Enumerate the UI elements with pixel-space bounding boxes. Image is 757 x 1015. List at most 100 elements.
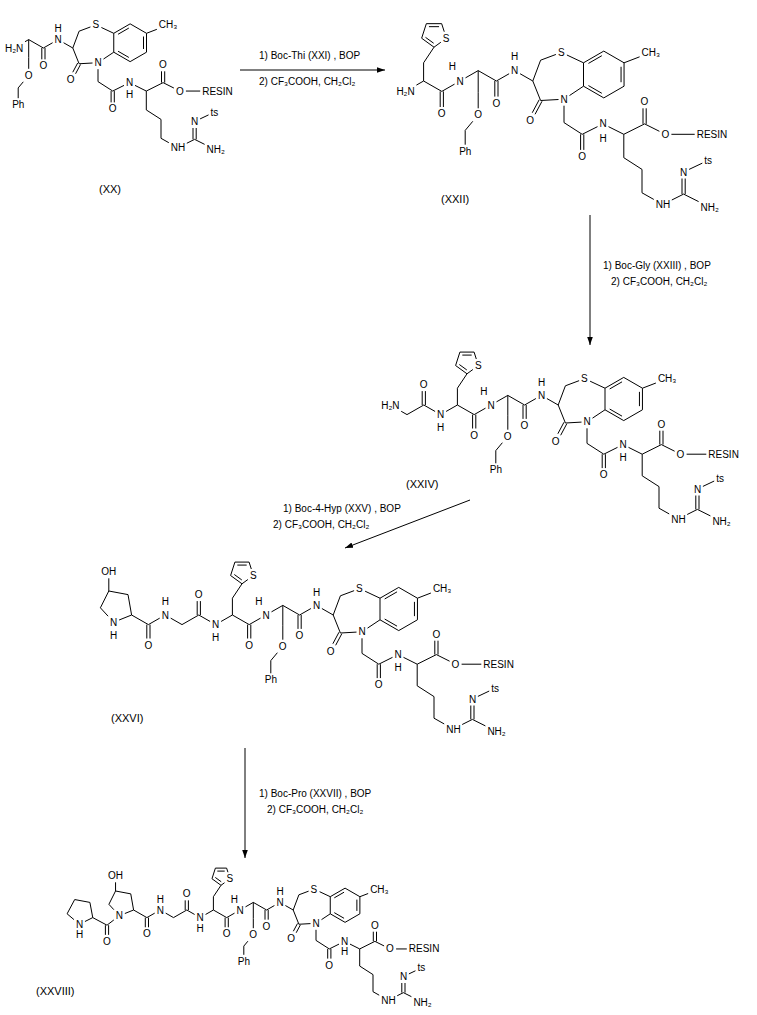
bond-line	[282, 626, 283, 640]
reagent-label: 2) CF₃COOH, CH₂Cl₂	[266, 804, 364, 815]
bond-line	[422, 24, 427, 39]
bond-line	[659, 431, 660, 445]
atom-label: H₂N	[4, 43, 24, 54]
bond-line	[687, 509, 697, 514]
bond-line	[148, 618, 159, 624]
atom-label: H	[75, 929, 84, 940]
bond-line	[645, 124, 660, 131]
atom-label: N	[399, 971, 408, 982]
bond-line	[299, 891, 309, 895]
bond-line	[446, 405, 457, 411]
bond-line	[440, 91, 441, 107]
bond-line	[130, 24, 146, 33]
atom-label: H	[275, 886, 284, 897]
atom-label: N	[468, 694, 477, 705]
bond-line	[111, 91, 112, 102]
reagent-label: 1) Boc-Gly (XXIII) , BOP	[602, 260, 712, 272]
bond-line	[602, 454, 603, 468]
bond-line	[161, 71, 162, 82]
bond-line	[588, 56, 601, 64]
bond-line	[18, 82, 23, 88]
bond-line	[147, 913, 155, 917]
bond-line	[624, 377, 643, 388]
bond-line	[360, 966, 373, 975]
bond-line	[109, 891, 116, 904]
bond-line	[200, 601, 201, 615]
bond-line	[316, 940, 329, 949]
bond-line	[474, 706, 475, 720]
bond-line	[109, 591, 128, 595]
bond-line	[457, 388, 458, 405]
bond-line	[28, 57, 29, 68]
bond-line	[213, 897, 214, 910]
atom-label: O	[102, 936, 112, 947]
bond-line	[467, 370, 473, 374]
bond-line	[417, 598, 418, 620]
bond-line	[299, 923, 311, 925]
atom-label: N	[599, 118, 608, 129]
bond-line	[564, 123, 582, 135]
bond-line	[417, 593, 430, 598]
bond-line	[225, 918, 226, 928]
bond-line	[541, 99, 559, 101]
reaction-arrow	[245, 748, 246, 858]
bond-line	[385, 619, 397, 626]
bond-line	[362, 638, 363, 653]
atom-label: CH₃	[158, 19, 179, 30]
bond-line	[639, 392, 640, 406]
atom-label: O	[158, 59, 168, 70]
bond-line	[212, 868, 215, 879]
bond-line	[329, 944, 339, 949]
bond-line	[105, 925, 106, 935]
bond-line	[663, 431, 664, 445]
atom-label: N	[115, 910, 124, 921]
bond-line	[113, 33, 114, 52]
bond-line	[457, 405, 474, 415]
atom-label: NH₂	[486, 726, 506, 737]
atom-label: O	[551, 436, 561, 447]
atom-label: O	[660, 129, 670, 140]
bond-line	[234, 575, 242, 580]
compound-label: (XXVI)	[110, 712, 144, 725]
bond-line	[359, 897, 360, 914]
atom-label: O	[491, 98, 501, 109]
bond-line	[687, 454, 707, 455]
bond-line	[629, 447, 643, 454]
bond-line	[213, 885, 221, 896]
atom-label: N	[312, 600, 321, 611]
bond-line	[28, 40, 29, 58]
bond-line	[73, 48, 79, 64]
compound-label: (XXII)	[440, 193, 470, 206]
bond-line	[403, 993, 411, 997]
bond-line	[373, 992, 379, 995]
reagent-label: 2) CF₃COOH, CH₂Cl₂	[258, 76, 356, 87]
bond-line	[609, 127, 624, 135]
bond-line	[588, 86, 601, 94]
atom-label: N	[275, 897, 284, 908]
atom-label: Ph	[264, 674, 278, 685]
bond-line	[163, 83, 174, 88]
bond-line	[148, 918, 149, 928]
bond-line	[399, 620, 418, 631]
atom-label: ts	[416, 962, 426, 973]
bond-line	[93, 918, 107, 926]
atom-label: N	[109, 617, 118, 628]
structure	[67, 868, 415, 997]
bond-line	[132, 615, 149, 625]
bond-line	[416, 81, 423, 85]
bond-line	[583, 134, 584, 150]
bond-line	[195, 139, 205, 144]
bond-line	[362, 653, 379, 664]
bond-line	[146, 625, 147, 639]
bond-line	[150, 625, 151, 639]
bond-line	[584, 86, 604, 98]
bond-line	[426, 37, 434, 43]
bond-line	[525, 399, 536, 405]
bond-line	[247, 625, 248, 639]
bond-line	[85, 918, 93, 922]
atom-label: O	[244, 640, 254, 651]
bond-line	[604, 51, 624, 63]
reagent-label: 1) Boc-4-Hyp (XXV) , BOP	[282, 503, 402, 515]
bond-line	[605, 410, 624, 421]
bond-line	[624, 124, 645, 134]
